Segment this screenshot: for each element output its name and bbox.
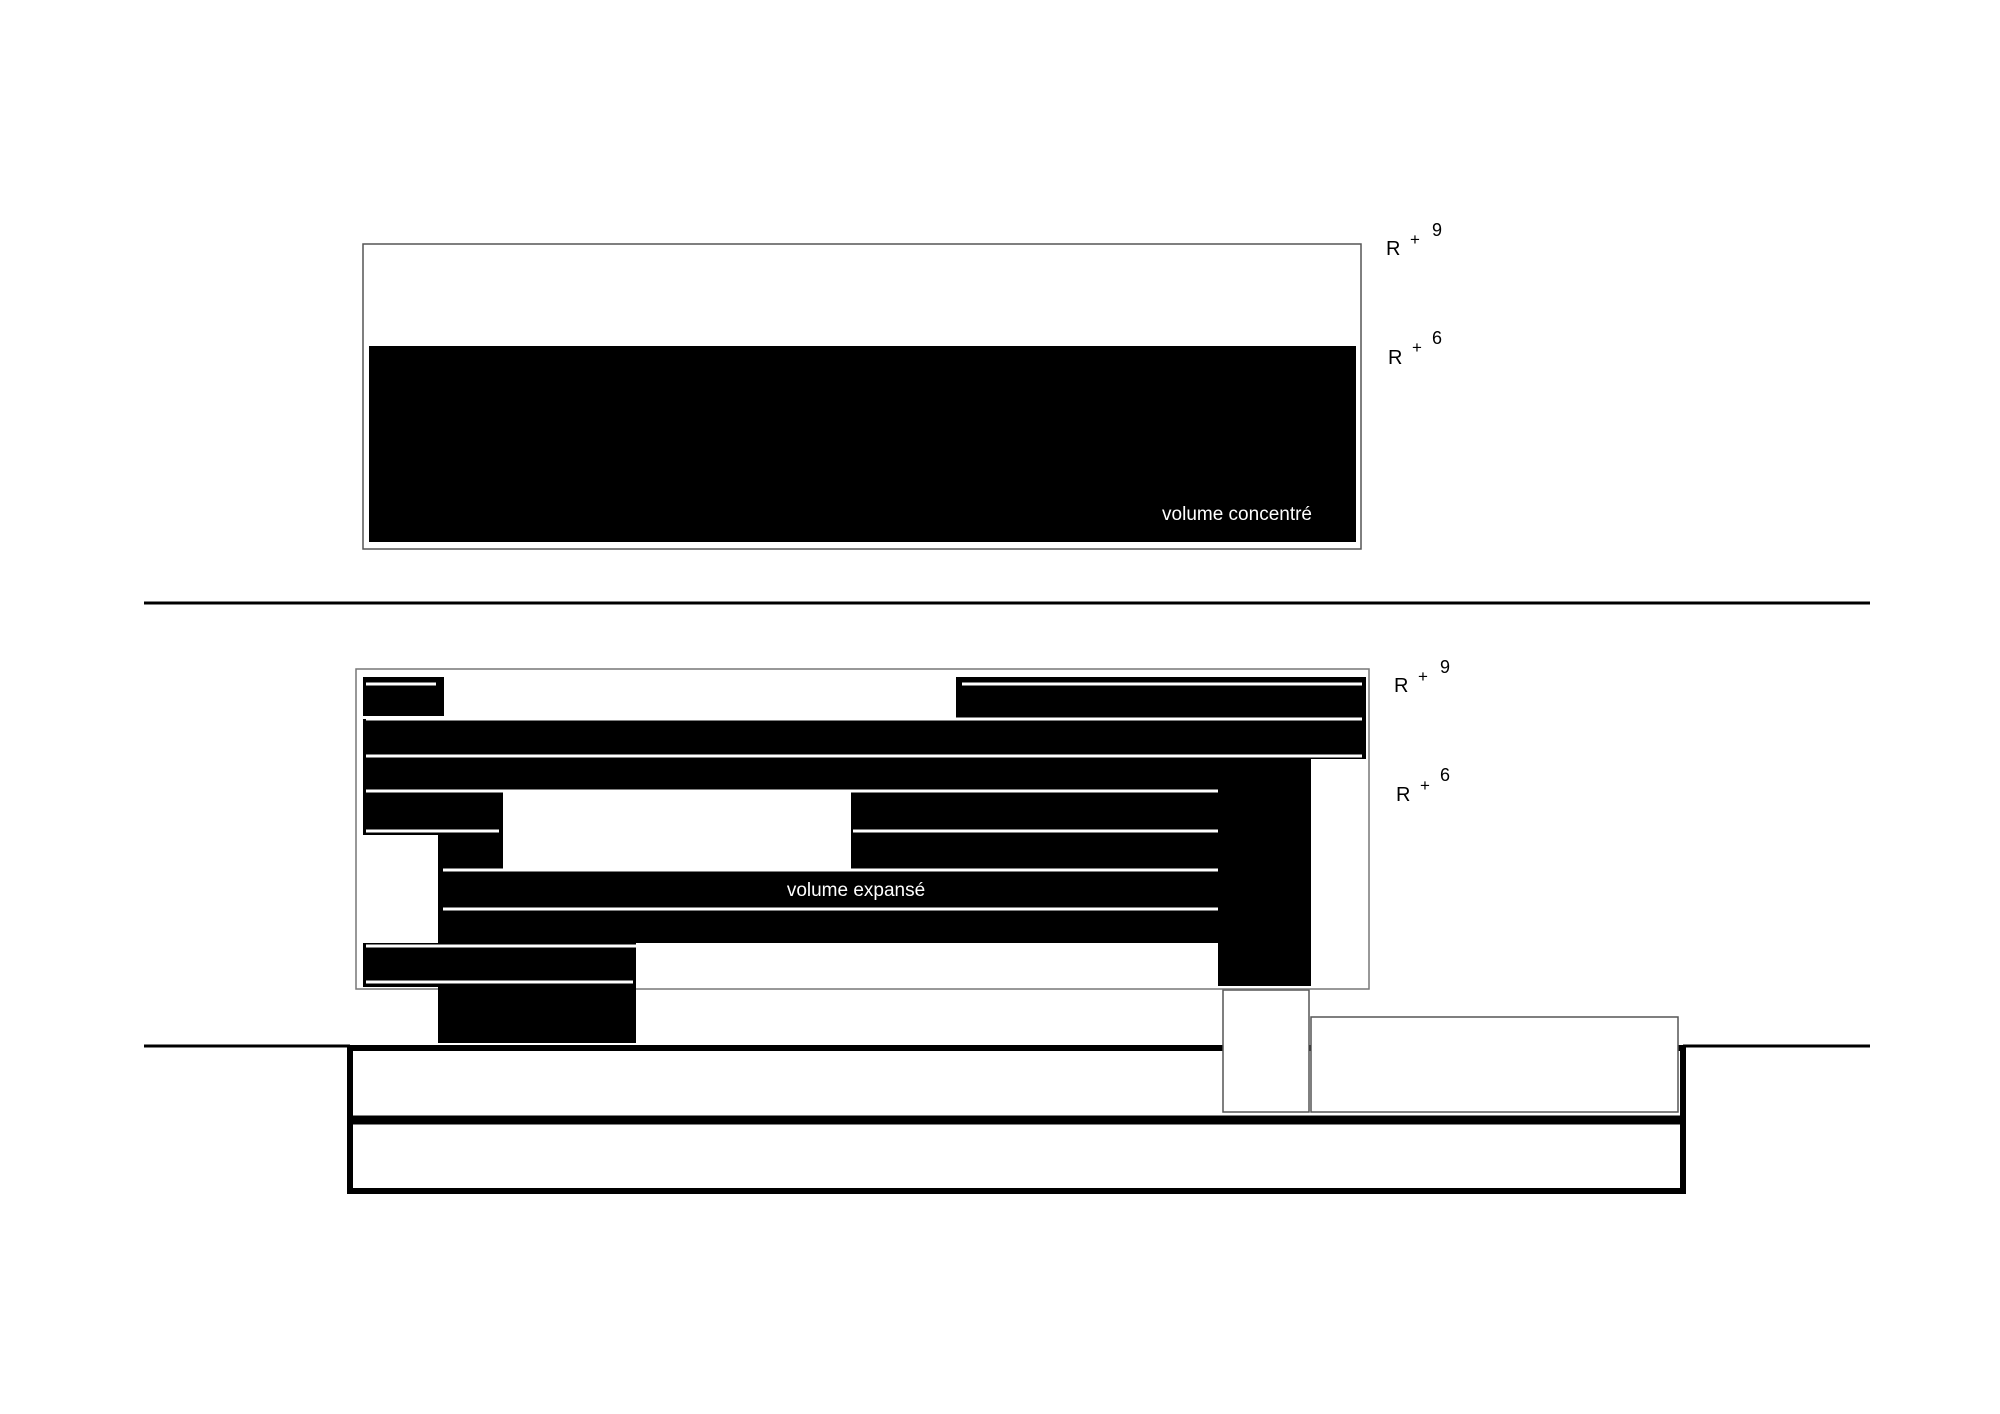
floor-block <box>363 791 503 835</box>
level-number: 6 <box>1432 328 1442 348</box>
level-plus: + <box>1410 230 1420 249</box>
floor-block <box>438 835 503 871</box>
floor-block <box>363 943 636 987</box>
level-prefix: R <box>1394 675 1408 697</box>
level-number: 9 <box>1432 220 1442 240</box>
level-plus: + <box>1418 667 1428 686</box>
concentrated-volume-mass <box>369 346 1356 542</box>
top-level-marker-r6: R + 6 <box>1388 328 1442 369</box>
basement <box>347 1045 1686 1194</box>
bottom-level-marker-r6: R + 6 <box>1396 765 1450 806</box>
floor-block <box>363 719 1366 759</box>
floor-block <box>438 987 636 1043</box>
level-plus: + <box>1420 776 1430 795</box>
annex-volume-large <box>1310 1016 1679 1113</box>
floor-slab-lines <box>366 682 1362 984</box>
top-level-marker-r9: R + 9 <box>1386 220 1442 260</box>
level-prefix: R <box>1386 238 1400 260</box>
floor-block <box>363 759 1311 791</box>
level-prefix: R <box>1396 784 1410 806</box>
annex-volume-small <box>1222 989 1310 1113</box>
expanded-volume-label: volume expansé <box>787 880 925 901</box>
level-number: 9 <box>1440 657 1450 677</box>
level-prefix: R <box>1388 347 1402 369</box>
bottom-envelope-outline <box>355 668 1370 990</box>
top-envelope-outline <box>362 243 1362 550</box>
level-number: 6 <box>1440 765 1450 785</box>
top-section: volume concentré R + 9 R + 6 <box>362 220 1442 550</box>
bottom-level-marker-r9: R + 9 <box>1394 657 1450 697</box>
concentrated-volume-label: volume concentré <box>1162 504 1312 525</box>
level-plus: + <box>1412 338 1422 357</box>
floor-block <box>438 871 1221 943</box>
floor-block <box>1218 759 1311 986</box>
bottom-section: volume expansé R + 9 R + 6 <box>144 657 1870 1194</box>
expanded-volume-masses <box>363 677 1366 1043</box>
